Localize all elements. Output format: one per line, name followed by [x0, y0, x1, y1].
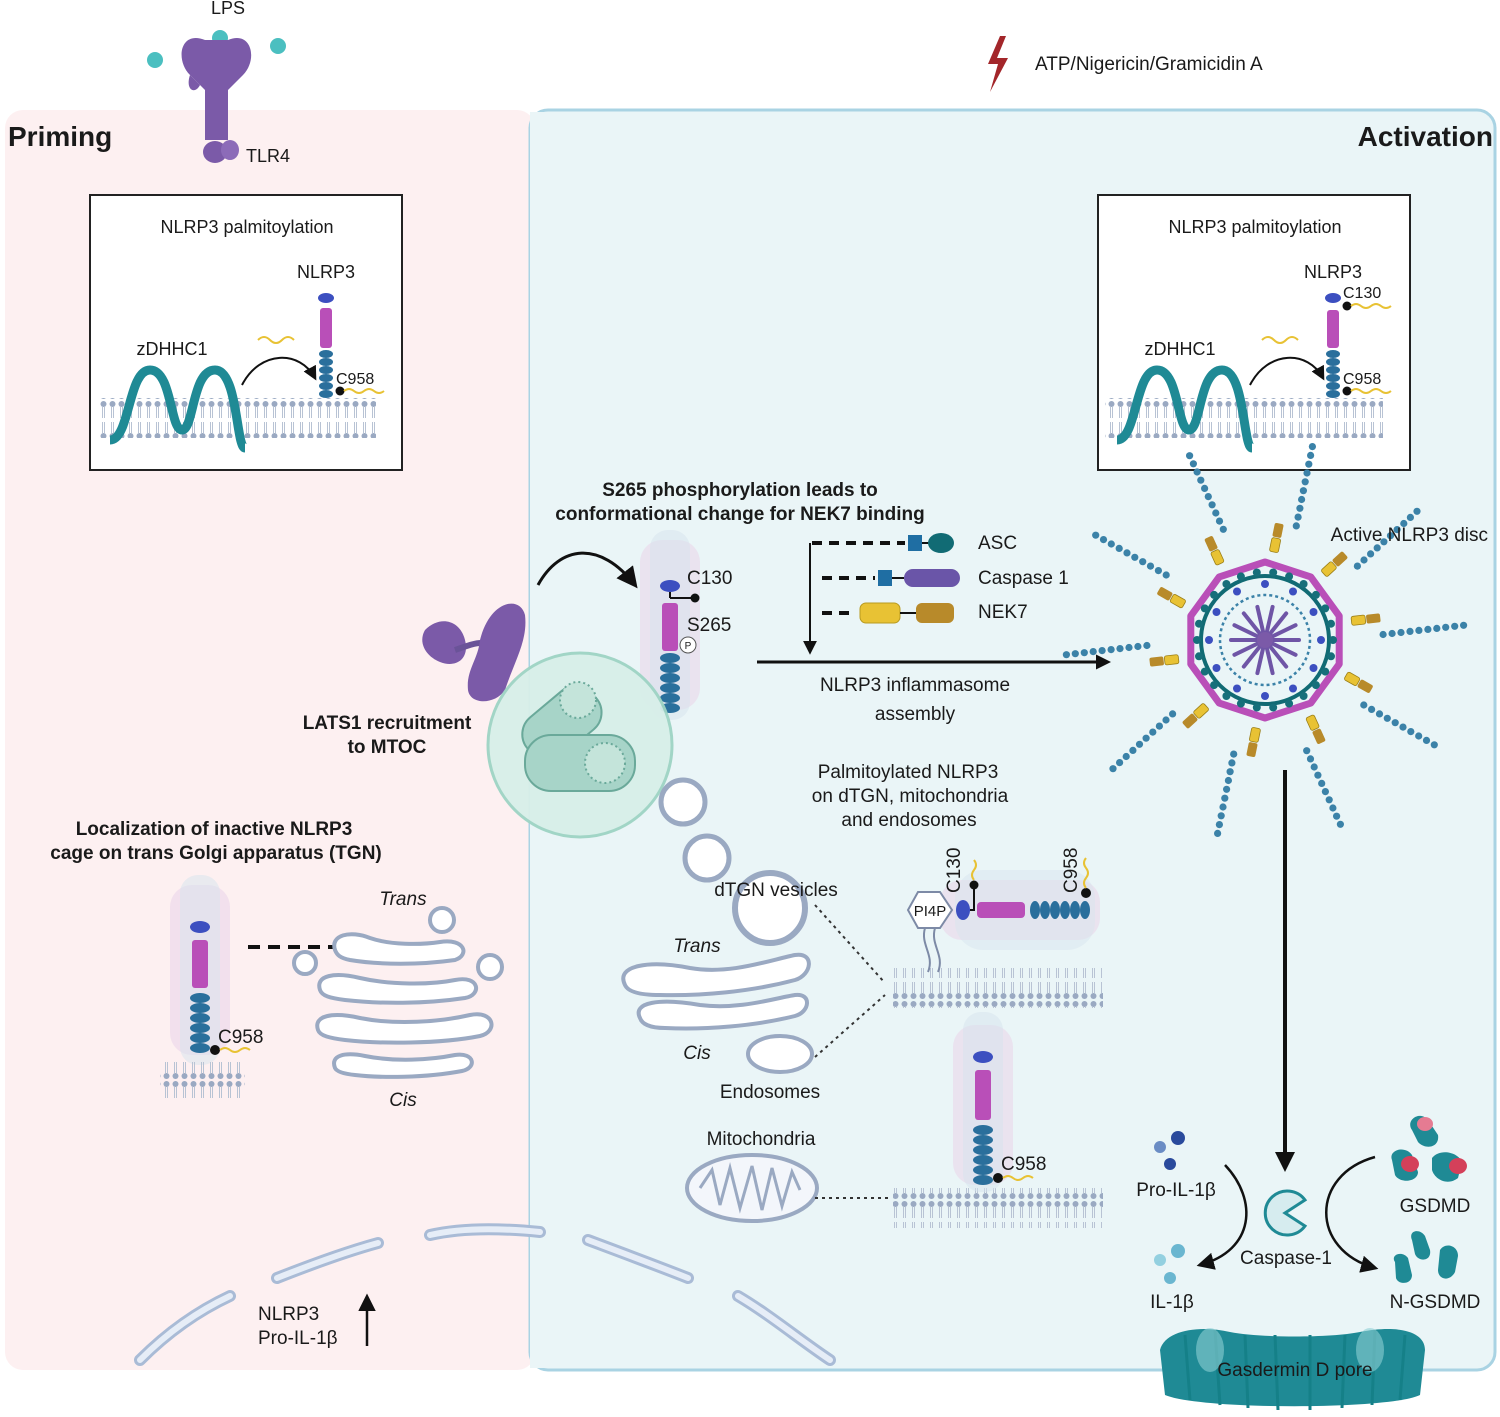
dtgn-label: dTGN vesicles [714, 880, 838, 901]
lats1-line2: to MTOC [348, 737, 427, 758]
c130-label-center: C130 [687, 568, 732, 589]
pore-label: Gasdermin D pore [1217, 1360, 1372, 1381]
localization-line2: cage on trans Golgi apparatus (TGN) [50, 843, 382, 864]
svg-text:P: P [685, 641, 692, 652]
palmitoylated-line3: and endosomes [841, 810, 976, 831]
lps-label: LPS [211, 0, 245, 18]
gasdermin-d-pore-icon [1160, 1328, 1425, 1411]
c130-vertical-label: C130 [944, 848, 965, 893]
s265-label: S265 [687, 615, 731, 636]
cis-label-center: Cis [683, 1043, 711, 1064]
localization-line1: Localization of inactive NLRP3 [76, 819, 353, 840]
n-gsdmd-icon [1393, 1231, 1458, 1283]
svg-text:NLRP3: NLRP3 [297, 262, 355, 282]
disc-label: Active NLRP3 disc [1331, 525, 1488, 546]
assembly-line1: NLRP3 inflammasome [820, 675, 1010, 696]
pro-il1b-label: Pro-IL-1β [1136, 1180, 1216, 1201]
palmitoylated-line1: Palmitoylated NLRP3 [818, 762, 999, 783]
svg-text:zDHHC1: zDHHC1 [1144, 339, 1215, 359]
svg-text:NLRP3 palmitoylation: NLRP3 palmitoylation [1168, 217, 1341, 237]
phospho-label-line1: S265 phosphorylation leads to [602, 480, 878, 501]
lightning-icon [988, 36, 1008, 92]
palmitoylation-box-right: NLRP3 palmitoylation NLRP3 zDHHC1 C130 C… [1097, 194, 1411, 471]
golgi-apparatus-icon [292, 906, 504, 1079]
n-gsdmd-label: N-GSDMD [1390, 1292, 1481, 1313]
phospho-label-line2: conformational change for NEK7 binding [555, 504, 924, 525]
caspase1-icon [1263, 1189, 1308, 1237]
active-nlrp3-disc [1062, 443, 1468, 837]
stimulus-label: ATP/Nigericin/Gramicidin A [1035, 54, 1263, 75]
nucleus-nlrp3-label: NLRP3 [258, 1304, 319, 1325]
nlrp3-inactive-cage-icon [160, 875, 251, 1098]
palmitoylated-line2: on dTGN, mitochondria [812, 786, 1009, 807]
cis-label-left: Cis [389, 1090, 417, 1111]
assembly-components [803, 533, 960, 655]
svg-text:C958: C958 [336, 371, 374, 388]
mitochondrion-icon [685, 1153, 819, 1223]
c958-label-left: C958 [218, 1027, 263, 1048]
nlrp3-phosphorylated-icon: P [640, 530, 700, 720]
endosomes-label: Endosomes [720, 1082, 820, 1103]
caspase1-label: Caspase 1 [978, 568, 1069, 589]
mitochondria-label: Mitochondria [707, 1129, 816, 1150]
palmitoylation-box-left: NLRP3 palmitoylation NLRP3 zDHHC1 C958 [89, 194, 403, 471]
golgi-center-icon [621, 952, 814, 1074]
il1b-label: IL-1β [1150, 1292, 1194, 1313]
c958-vertical-label: C958 [1061, 848, 1082, 893]
priming-title: Priming [8, 121, 112, 152]
lats1-line1: LATS1 recruitment [303, 713, 472, 734]
c958-label-lower: C958 [1001, 1154, 1046, 1175]
svg-text:C958: C958 [1343, 371, 1381, 388]
svg-text:NLRP3: NLRP3 [1304, 262, 1362, 282]
svg-text:C130: C130 [1343, 285, 1381, 302]
mtoc-centrosome-icon [486, 651, 674, 839]
assembly-line2: assembly [875, 704, 956, 725]
gsdmd-icon [1391, 1115, 1467, 1182]
nlrp3-pi4p-membrane-icon [893, 857, 1103, 1008]
svg-text:zDHHC1: zDHHC1 [136, 339, 207, 359]
caspase1-active-label: Caspase-1 [1240, 1248, 1332, 1269]
trans-label-center: Trans [673, 936, 721, 957]
lats1-kinase-icon [422, 603, 526, 702]
gsdmd-label: GSDMD [1400, 1196, 1471, 1217]
svg-text:NLRP3 palmitoylation: NLRP3 palmitoylation [160, 217, 333, 237]
pi4p-label: PI4P [914, 903, 947, 920]
il1b-icon [1154, 1244, 1185, 1284]
nucleus-pro-il1b-label: Pro-IL-1β [258, 1328, 338, 1349]
activation-title: Activation [1358, 121, 1493, 152]
pro-il1b-icon [1154, 1131, 1185, 1170]
nlrp3-mito-membrane-icon [893, 1012, 1103, 1228]
trans-label-left: Trans [379, 889, 427, 910]
asc-label: ASC [978, 533, 1017, 554]
tlr4-label: TLR4 [246, 146, 290, 166]
nek7-label: NEK7 [978, 602, 1028, 623]
tlr4-receptor-icon [147, 30, 286, 163]
